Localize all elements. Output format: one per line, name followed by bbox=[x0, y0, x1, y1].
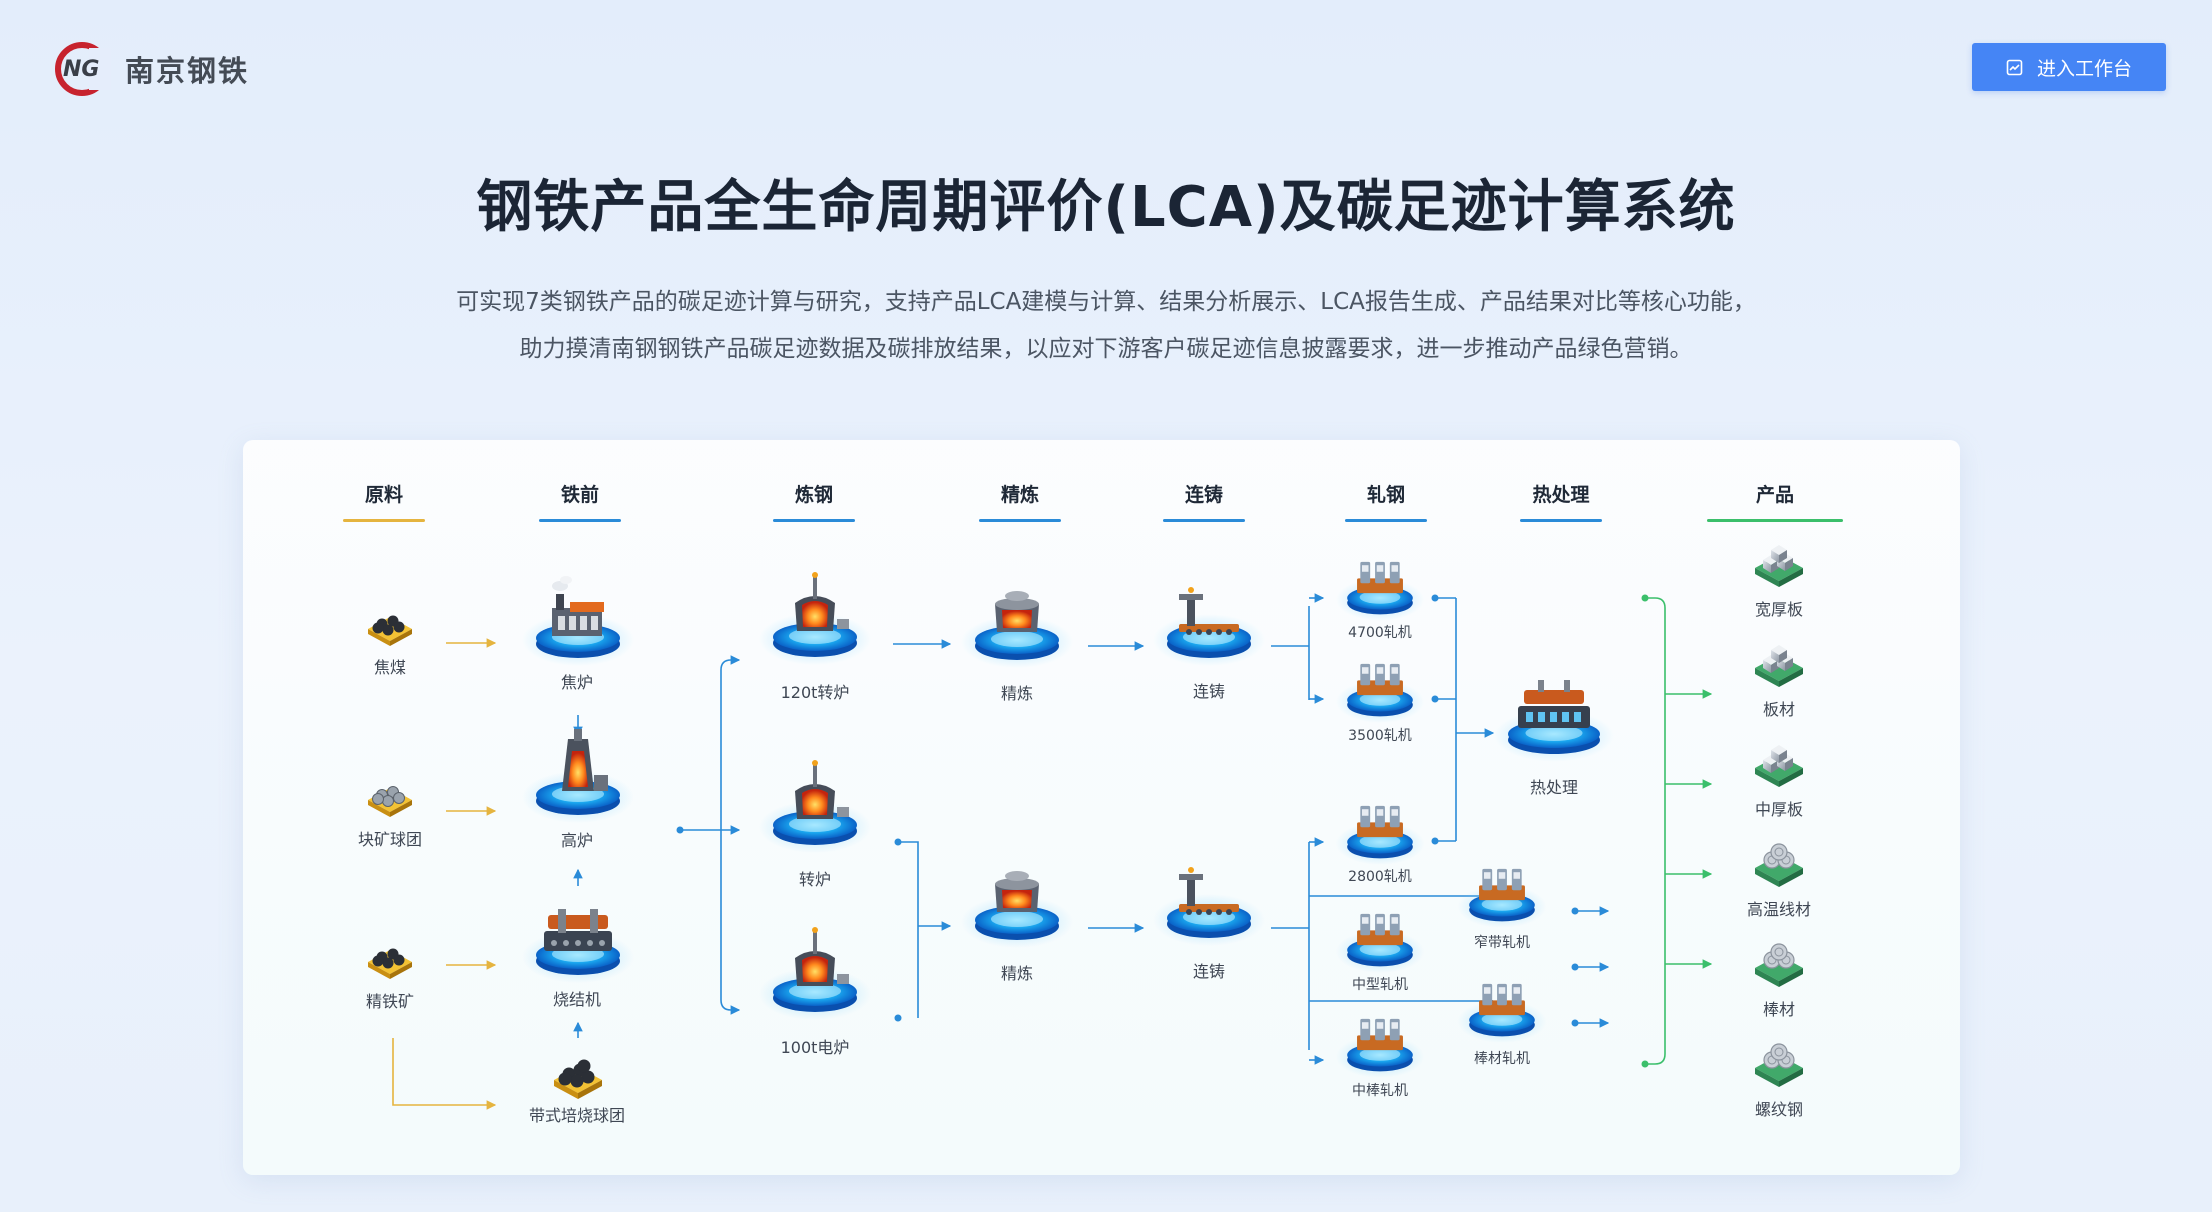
description-line-1: 可实现7类钢铁产品的碳足迹计算与研究，支持产品LCA建模与计算、结果分析展示、L… bbox=[456, 289, 1756, 315]
node-refining-1[interactable]: 精炼 bbox=[1000, 684, 1034, 703]
eaf-100t-icon bbox=[759, 927, 871, 1020]
nangang-logo-icon: NG bbox=[55, 42, 111, 96]
node-medium-bar-mill[interactable]: 中棒轧机 bbox=[1352, 1083, 1408, 1099]
connector-dot bbox=[1641, 594, 1649, 602]
svg-text:NG: NG bbox=[63, 57, 99, 82]
node-coke-oven[interactable]: 焦炉 bbox=[560, 673, 594, 692]
node-mill-3500[interactable]: 3500轧机 bbox=[1348, 728, 1412, 744]
bar-product-icon bbox=[1755, 943, 1803, 987]
node-blast-furnace[interactable]: 高炉 bbox=[560, 831, 594, 850]
medium-section-mill-icon bbox=[1335, 913, 1425, 973]
node-120t-converter[interactable]: 120t转炉 bbox=[780, 683, 850, 702]
connector-dot bbox=[1431, 837, 1439, 845]
refining-ladle-1-icon bbox=[961, 591, 1073, 668]
node-mill-4700[interactable]: 4700轧机 bbox=[1348, 625, 1412, 641]
refining-ladle-2-icon bbox=[961, 871, 1073, 948]
connector-dot bbox=[1431, 594, 1439, 602]
coke-oven-icon bbox=[522, 576, 634, 666]
enter-workbench-label: 进入工作台 bbox=[2036, 58, 2132, 80]
logo-text: 南京钢铁 bbox=[125, 54, 250, 88]
connector-dot bbox=[1571, 907, 1579, 915]
stage-raw-materials: 原料 bbox=[343, 480, 425, 522]
logo: NG 南京钢铁 bbox=[53, 40, 249, 98]
description-line-2: 助力摸清南钢钢铁产品碳足迹数据及碳排放结果，以应对下游客户碳足迹信息披露要求，进… bbox=[519, 336, 1693, 362]
mill-2800-icon bbox=[1335, 805, 1425, 865]
process-flow-diagram bbox=[368, 545, 1803, 1110]
plate-icon bbox=[1755, 645, 1803, 687]
stage-products: 产品 bbox=[1707, 480, 1843, 522]
enter-workbench-button[interactable]: 进入工作台 bbox=[1972, 43, 2166, 91]
connector-dot bbox=[1571, 1019, 1579, 1027]
node-iron-concentrate[interactable]: 精铁矿 bbox=[365, 992, 415, 1011]
mill-3500-icon bbox=[1335, 663, 1425, 723]
wide-heavy-plate-icon bbox=[1755, 545, 1803, 587]
node-100t-eaf[interactable]: 100t电炉 bbox=[780, 1038, 850, 1057]
coking-coal-icon bbox=[368, 615, 412, 646]
iron-concentrate-icon bbox=[368, 948, 412, 979]
rebar-icon bbox=[1755, 1043, 1803, 1087]
node-casting-1[interactable]: 连铸 bbox=[1192, 682, 1226, 701]
connector-dot bbox=[1571, 963, 1579, 971]
heat-treatment-icon bbox=[1494, 680, 1614, 762]
bar-mill-icon bbox=[1457, 983, 1547, 1043]
connector-dots bbox=[676, 594, 1649, 1068]
stage-iron-making: 铁前 bbox=[539, 480, 621, 522]
converter-icon bbox=[759, 760, 871, 853]
connector-dot bbox=[894, 1014, 902, 1022]
blast-furnace-icon bbox=[522, 729, 634, 823]
node-converter[interactable]: 转炉 bbox=[798, 870, 832, 889]
lump-ore-pellet-icon bbox=[368, 786, 412, 817]
continuous-caster-1-icon bbox=[1153, 587, 1265, 666]
node-narrow-strip-mill[interactable]: 窄带轧机 bbox=[1474, 935, 1530, 951]
node-bar-mill[interactable]: 棒材轧机 bbox=[1474, 1051, 1530, 1067]
node-belt-pelletizing[interactable]: 带式培烧球团 bbox=[528, 1106, 626, 1125]
connector-dot bbox=[1641, 1060, 1649, 1068]
converter-120t-icon bbox=[759, 572, 871, 665]
stage-heat-treatment: 热处理 bbox=[1520, 480, 1602, 522]
node-refining-2[interactable]: 精炼 bbox=[1000, 964, 1034, 983]
narrow-strip-mill-icon bbox=[1457, 868, 1547, 928]
stage-steelmaking: 炼钢 bbox=[773, 480, 855, 522]
page-title: 钢铁产品全生命周期评价(LCA)及碳足迹计算系统 bbox=[476, 175, 1736, 240]
medium-heavy-plate-icon bbox=[1755, 745, 1803, 787]
node-medium-section-mill[interactable]: 中型轧机 bbox=[1352, 977, 1408, 993]
node-casting-2[interactable]: 连铸 bbox=[1192, 962, 1226, 981]
medium-bar-mill-icon bbox=[1335, 1018, 1425, 1078]
connector-dot bbox=[894, 838, 902, 846]
sinter-machine-icon bbox=[522, 909, 634, 983]
product-wide-heavy-plate[interactable]: 宽厚板 bbox=[1754, 600, 1804, 619]
product-high-temp-wire-rod[interactable]: 高温线材 bbox=[1746, 900, 1812, 919]
node-lump-ore-pellet[interactable]: 块矿球团 bbox=[357, 830, 423, 849]
node-coking-coal[interactable]: 焦煤 bbox=[373, 658, 407, 677]
node-heat-treatment[interactable]: 热处理 bbox=[1529, 778, 1579, 797]
node-sinter-machine[interactable]: 烧结机 bbox=[552, 990, 602, 1009]
mill-4700-icon bbox=[1335, 561, 1425, 621]
node-mill-2800[interactable]: 2800轧机 bbox=[1348, 869, 1412, 885]
workbench-icon bbox=[2006, 59, 2023, 75]
stage-rolling: 轧钢 bbox=[1345, 480, 1427, 522]
connector-dot bbox=[1431, 695, 1439, 703]
connector-lines bbox=[392, 593, 1713, 1110]
product-medium-heavy-plate[interactable]: 中厚板 bbox=[1754, 800, 1804, 819]
connector-dot bbox=[676, 826, 684, 834]
product-bar[interactable]: 棒材 bbox=[1762, 1000, 1796, 1019]
stage-casting: 连铸 bbox=[1163, 480, 1245, 522]
equipment-icons bbox=[368, 545, 1803, 1099]
stage-refining: 精炼 bbox=[979, 480, 1061, 522]
belt-pelletizing-icon bbox=[554, 1059, 602, 1099]
high-temp-wire-rod-icon bbox=[1755, 843, 1803, 887]
product-plate[interactable]: 板材 bbox=[1762, 700, 1796, 719]
process-flow-card: 原料 铁前 炼钢 精炼 连铸 轧钢 热处理 产品 焦煤 块矿球团 精铁矿 焦炉 … bbox=[243, 440, 1960, 1175]
continuous-caster-2-icon bbox=[1153, 867, 1265, 946]
product-rebar[interactable]: 螺纹钢 bbox=[1754, 1100, 1804, 1119]
